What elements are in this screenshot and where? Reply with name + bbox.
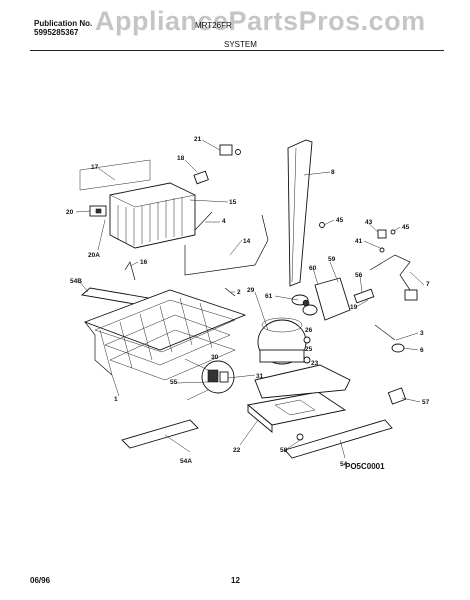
condenser-fan: [291, 294, 318, 316]
callout: 18: [177, 155, 185, 162]
callout: 55: [170, 379, 178, 386]
callout: 15: [229, 199, 237, 206]
compressor-mount: [254, 364, 351, 399]
callout: 2: [237, 289, 241, 296]
capillary-tube: [184, 214, 269, 276]
part-43: [377, 229, 387, 239]
part-23: [303, 356, 311, 364]
callout: 59: [328, 256, 336, 263]
figure-code: PO5C0001: [345, 462, 385, 471]
evaporator: [83, 289, 247, 381]
compressor: [257, 317, 307, 365]
callout: 45: [402, 224, 410, 231]
callout: 3: [420, 330, 424, 337]
callout: 25: [305, 346, 313, 353]
callout: 31: [256, 373, 264, 380]
publication-number: 5995285367: [34, 28, 79, 37]
part-41: [379, 247, 385, 253]
callout: 22: [233, 447, 241, 454]
callout: 58: [280, 447, 288, 454]
callout: 61: [265, 293, 273, 300]
callout: 20: [66, 209, 74, 216]
callout: 43: [365, 219, 373, 226]
callout: 57: [422, 399, 430, 406]
part-21: [219, 144, 241, 156]
callout: 54: [340, 461, 348, 468]
callout: 14: [243, 238, 251, 245]
motor-clip: [89, 205, 107, 217]
fan-bracket: [314, 277, 351, 321]
footer-date: 06/96: [30, 576, 51, 585]
callout: 17: [91, 164, 99, 171]
model-number: MRT26FR: [195, 21, 232, 30]
callout: 26: [305, 327, 313, 334]
base-pan: [246, 391, 347, 433]
part-45: [319, 222, 325, 228]
callout: 54A: [180, 458, 192, 465]
condenser: [79, 159, 196, 249]
callout: 41: [355, 238, 363, 245]
callout: 54B: [70, 278, 82, 285]
vertical-tube: [287, 139, 313, 287]
callout: 45: [336, 217, 344, 224]
part-56: [353, 288, 375, 304]
callout: 1: [114, 396, 118, 403]
callout: 7: [426, 281, 430, 288]
callout: 8: [331, 169, 335, 176]
callout: 6: [420, 347, 424, 354]
part-2: [224, 287, 236, 297]
screw-58: [296, 433, 304, 441]
part-6: [391, 343, 405, 353]
callout: 21: [194, 136, 202, 143]
header-rule: [30, 50, 444, 51]
publication-label: Publication No.: [34, 19, 93, 28]
rail-54a: [121, 419, 199, 449]
callout: 29: [247, 287, 255, 294]
callout: 60: [309, 265, 317, 272]
page-number: 12: [231, 576, 240, 585]
rail-54: [284, 419, 393, 459]
callout: 23: [311, 360, 319, 367]
part-18: [193, 170, 209, 185]
part-26: [303, 336, 311, 344]
power-cord: [369, 254, 411, 291]
callout: 56: [355, 272, 363, 279]
section-title: SYSTEM: [224, 40, 257, 49]
callout: 30: [211, 354, 219, 361]
callout: 16: [140, 259, 148, 266]
watermark: AppliancePartsPros.com: [95, 6, 426, 36]
callout: 4: [222, 218, 226, 225]
part-3: [374, 324, 396, 341]
drier: [194, 211, 213, 231]
part-57: [387, 387, 407, 405]
relay: [201, 360, 235, 394]
callout: 19: [350, 304, 358, 311]
plug: [404, 289, 418, 301]
callout-labels: 21 18 17 15 20 4 14 20A 16 54B 2 1 29 61…: [66, 136, 430, 468]
leader-lines: [75, 139, 425, 459]
callout: 20A: [88, 252, 100, 259]
part-16: [124, 261, 136, 281]
